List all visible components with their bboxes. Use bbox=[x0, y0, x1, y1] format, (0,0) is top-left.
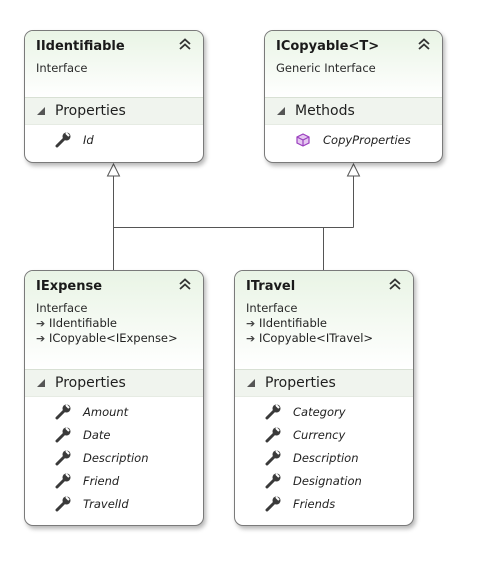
inherits-name: IIdentifiable bbox=[49, 316, 118, 330]
box-title: IIdentifiable bbox=[36, 39, 125, 54]
inherits-line: ➔IIdentifiable bbox=[36, 316, 203, 331]
inherit-arrowhead-iidentifiable bbox=[106, 162, 121, 177]
member-row[interactable]: Date bbox=[25, 423, 203, 446]
inherits-line: ➔IIdentifiable bbox=[246, 316, 413, 331]
wrench-icon bbox=[55, 426, 71, 442]
inherit-arrow-icon: ➔ bbox=[36, 317, 46, 330]
wrench-icon bbox=[265, 449, 281, 465]
section-header-properties[interactable]: Properties bbox=[25, 97, 203, 125]
member-row[interactable]: Friend bbox=[25, 469, 203, 492]
collapse-chevrons-icon[interactable] bbox=[176, 36, 194, 52]
inherits-line: ➔ICopyable<IExpense> bbox=[36, 331, 203, 346]
inherit-arrowhead-icopyable bbox=[346, 162, 361, 177]
box-kind: Interface bbox=[36, 61, 88, 75]
method-cube-icon bbox=[296, 132, 310, 147]
collapse-chevrons-icon[interactable] bbox=[415, 36, 433, 52]
section-header-methods[interactable]: Methods bbox=[265, 97, 442, 125]
member-list: Amount Date Description Friend TravelId bbox=[25, 397, 203, 515]
wrench-icon bbox=[55, 495, 71, 511]
wrench-icon bbox=[55, 472, 71, 488]
section-label: Properties bbox=[55, 103, 126, 119]
member-name: Friend bbox=[83, 473, 120, 488]
member-row[interactable]: CopyProperties bbox=[265, 128, 442, 151]
class-box-icopyable[interactable]: ICopyable<T> Generic Interface Methods C… bbox=[264, 30, 443, 163]
member-row[interactable]: TravelId bbox=[25, 492, 203, 515]
section-label: Properties bbox=[265, 375, 336, 391]
collapse-chevrons-icon[interactable] bbox=[176, 276, 194, 292]
member-name: Friends bbox=[293, 496, 336, 511]
wrench-icon bbox=[265, 403, 281, 419]
wrench-icon bbox=[55, 403, 71, 419]
member-list: Category Currency Description Designatio… bbox=[235, 397, 413, 515]
section-collapse-triangle-icon[interactable] bbox=[36, 378, 46, 388]
member-list: CopyProperties bbox=[265, 125, 442, 151]
member-name: Currency bbox=[293, 427, 346, 442]
member-name: Designation bbox=[293, 473, 362, 488]
section-collapse-triangle-icon[interactable] bbox=[36, 106, 46, 116]
member-row[interactable]: Description bbox=[235, 446, 413, 469]
collapse-chevrons-icon[interactable] bbox=[386, 276, 404, 292]
wrench-icon bbox=[265, 495, 281, 511]
inherits-name: ICopyable<IExpense> bbox=[49, 331, 178, 345]
inherits-name: ICopyable<ITravel> bbox=[259, 331, 374, 345]
member-row[interactable]: Designation bbox=[235, 469, 413, 492]
member-name: Date bbox=[83, 427, 111, 442]
member-row[interactable]: Description bbox=[25, 446, 203, 469]
inherit-arrow-icon: ➔ bbox=[246, 317, 256, 330]
wrench-icon bbox=[265, 426, 281, 442]
inherit-arrow-icon: ➔ bbox=[36, 332, 46, 345]
wrench-icon bbox=[55, 131, 71, 147]
section-header-properties[interactable]: Properties bbox=[235, 369, 413, 397]
member-name: Amount bbox=[83, 404, 129, 419]
section-collapse-triangle-icon[interactable] bbox=[276, 106, 286, 116]
box-kind: Generic Interface bbox=[276, 61, 376, 75]
inherit-arrow-icon: ➔ bbox=[246, 332, 256, 345]
box-header: ICopyable<T> Generic Interface bbox=[265, 31, 442, 97]
section-label: Methods bbox=[295, 103, 355, 119]
inherits-name: IIdentifiable bbox=[259, 316, 328, 330]
class-box-iidentifiable[interactable]: IIdentifiable Interface Properties Id bbox=[24, 30, 204, 163]
wrench-icon bbox=[265, 472, 281, 488]
class-box-iexpense[interactable]: IExpense Interface ➔IIdentifiable ➔ICopy… bbox=[24, 270, 204, 526]
member-name: CopyProperties bbox=[323, 132, 411, 147]
member-row[interactable]: Id bbox=[25, 128, 203, 151]
box-header: ITravel Interface ➔IIdentifiable ➔ICopya… bbox=[235, 271, 413, 369]
box-header: IExpense Interface ➔IIdentifiable ➔ICopy… bbox=[25, 271, 203, 369]
member-name: TravelId bbox=[83, 496, 129, 511]
member-name: Description bbox=[83, 450, 149, 465]
member-name: Id bbox=[83, 132, 94, 147]
section-collapse-triangle-icon[interactable] bbox=[246, 378, 256, 388]
wrench-icon bbox=[55, 449, 71, 465]
box-title: IExpense bbox=[36, 279, 103, 294]
member-row[interactable]: Amount bbox=[25, 400, 203, 423]
class-box-itravel[interactable]: ITravel Interface ➔IIdentifiable ➔ICopya… bbox=[234, 270, 414, 526]
box-kind: Interface bbox=[246, 301, 298, 315]
member-name: Category bbox=[293, 404, 346, 419]
member-row[interactable]: Category bbox=[235, 400, 413, 423]
box-header: IIdentifiable Interface bbox=[25, 31, 203, 97]
box-title: ITravel bbox=[246, 279, 296, 294]
section-header-properties[interactable]: Properties bbox=[25, 369, 203, 397]
member-list: Id bbox=[25, 125, 203, 151]
inherits-line: ➔ICopyable<ITravel> bbox=[246, 331, 413, 346]
section-label: Properties bbox=[55, 375, 126, 391]
box-title: ICopyable<T> bbox=[276, 39, 380, 54]
member-name: Description bbox=[293, 450, 359, 465]
box-kind: Interface bbox=[36, 301, 88, 315]
member-row[interactable]: Friends bbox=[235, 492, 413, 515]
member-row[interactable]: Currency bbox=[235, 423, 413, 446]
